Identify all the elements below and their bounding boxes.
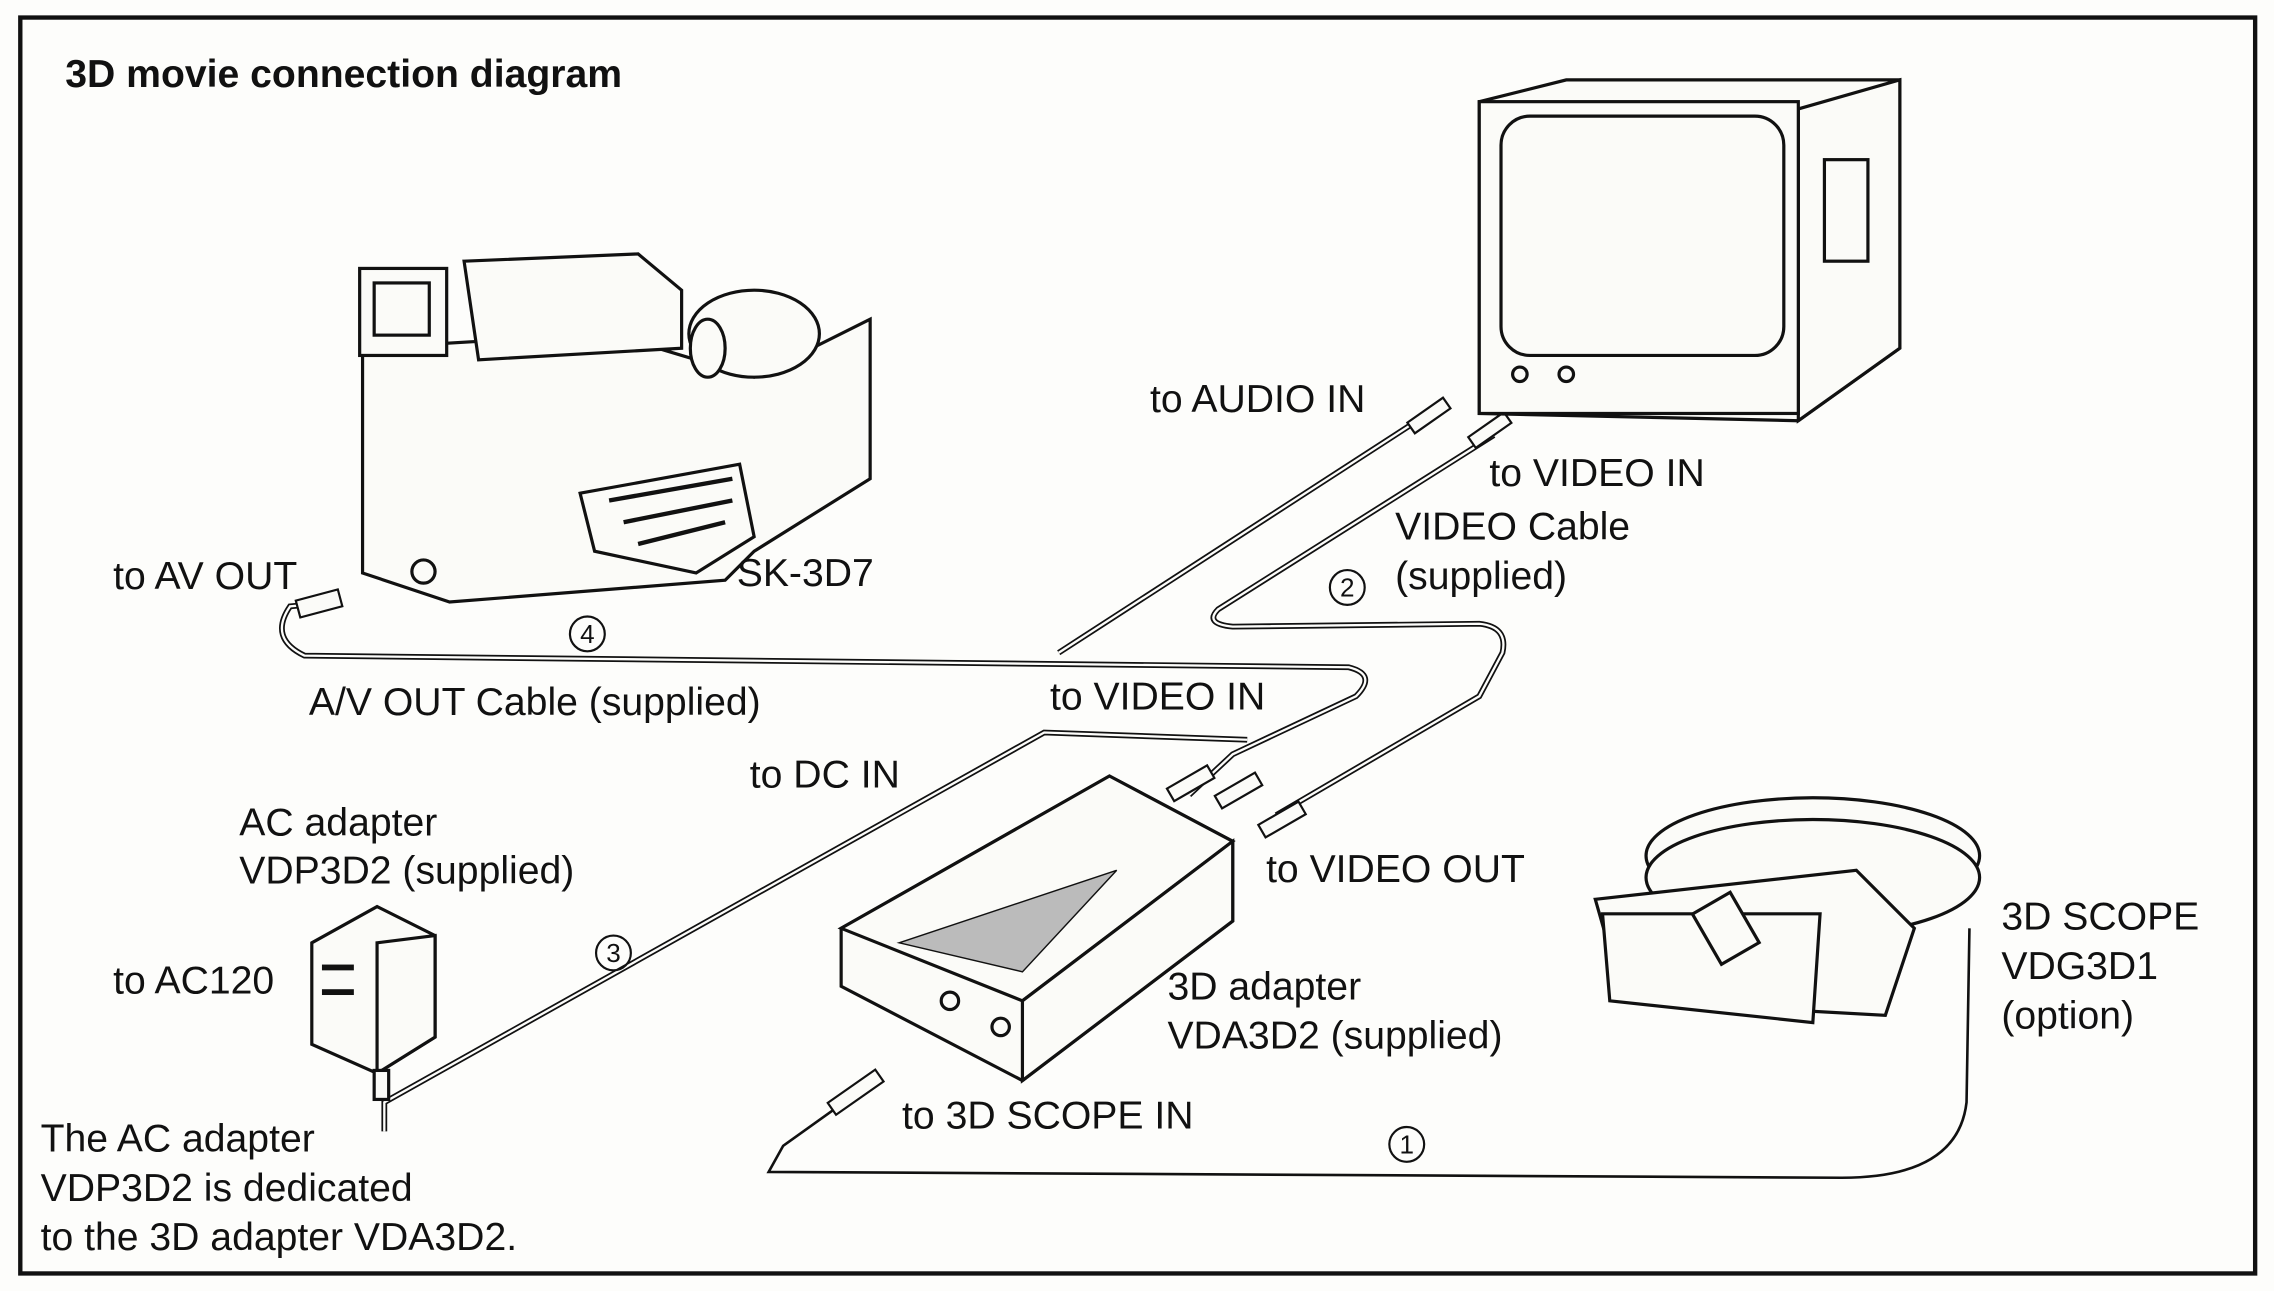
label-video-cable-supplied: (supplied) <box>1395 555 1567 598</box>
svg-text:4: 4 <box>580 619 595 649</box>
label-camcorder-model: SK-3D7 <box>737 552 874 595</box>
tv-illustration <box>1477 77 1902 424</box>
label-ac-adapter-model: VDP3D2 (supplied) <box>239 849 574 892</box>
3d-scope-illustration <box>1593 796 1982 1025</box>
label-ac-adapter: AC adapter <box>239 801 437 844</box>
cable-number-1: 1 <box>1388 1125 1426 1163</box>
label-to-3d-scope-in: to 3D SCOPE IN <box>902 1094 1193 1137</box>
label-to-ac120: to AC120 <box>113 960 274 1003</box>
cable-4-av <box>279 411 1431 1132</box>
label-adapter-video-in: to VIDEO IN <box>1050 675 1265 718</box>
cable-number-3: 3 <box>594 934 632 972</box>
label-3d-adapter: 3D adapter <box>1167 965 1361 1008</box>
diagram-title: 3D movie connection diagram <box>65 53 622 96</box>
plugs <box>294 396 1513 1117</box>
ac-adapter-illustration <box>310 904 437 1102</box>
note-line-2: VDP3D2 is dedicated <box>41 1167 413 1210</box>
svg-text:2: 2 <box>1340 572 1355 602</box>
svg-text:1: 1 <box>1399 1129 1414 1159</box>
label-av-out-cable: A/V OUT Cable (supplied) <box>309 681 761 724</box>
label-3d-adapter-model: VDA3D2 (supplied) <box>1167 1015 1502 1058</box>
label-to-dc-in: to DC IN <box>750 754 900 797</box>
label-3d-scope: 3D SCOPE <box>2001 896 2199 939</box>
cable-1-scope <box>766 928 1971 1180</box>
cable-2-video <box>1210 432 1507 818</box>
cable-number-2: 2 <box>1328 568 1366 606</box>
label-to-video-out: to VIDEO OUT <box>1266 848 1525 891</box>
label-to-audio-in: to AUDIO IN <box>1150 378 1365 421</box>
cable-number-4: 4 <box>568 615 606 653</box>
note-line-1: The AC adapter <box>41 1118 315 1161</box>
3d-adapter-illustration <box>837 774 1236 1084</box>
label-tv-video-in: to VIDEO IN <box>1489 452 1704 495</box>
label-3d-scope-model: VDG3D1 <box>2001 945 2158 988</box>
label-3d-scope-option: (option) <box>2001 994 2134 1037</box>
diagram-frame <box>18 15 2258 1276</box>
label-to-av-out: to AV OUT <box>113 555 297 598</box>
note-line-3: to the 3D adapter VDA3D2. <box>41 1216 517 1259</box>
label-video-cable: VIDEO Cable <box>1395 506 1630 549</box>
svg-text:3: 3 <box>606 938 621 968</box>
camcorder-illustration <box>358 252 872 604</box>
